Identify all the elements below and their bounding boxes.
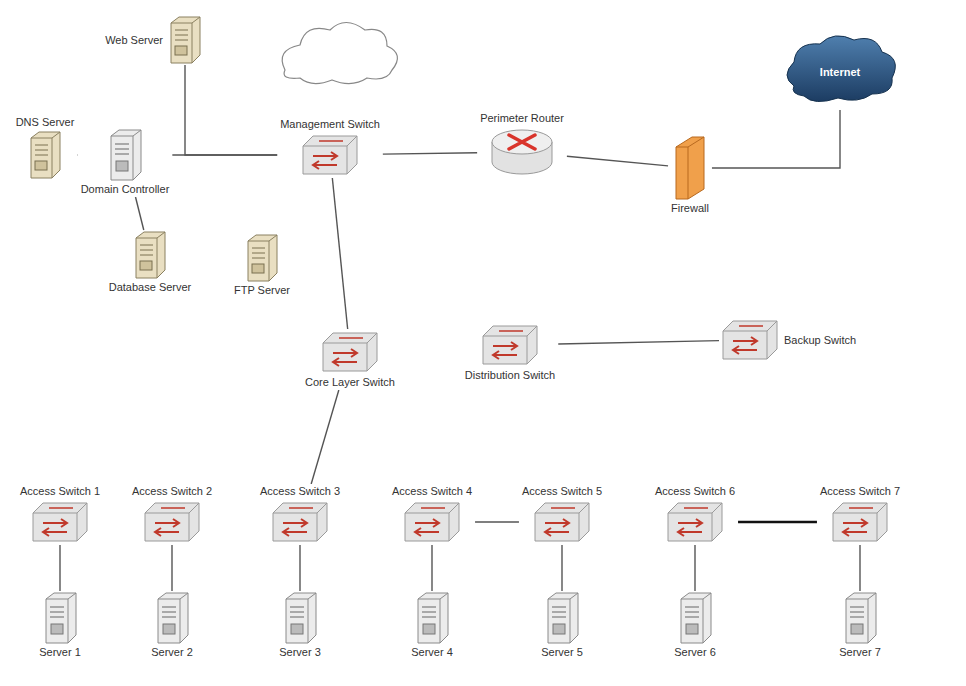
device-label: Database Server <box>106 280 195 295</box>
sw-icon <box>664 499 726 545</box>
device-label: Access Switch 1 <box>17 484 103 499</box>
network-link <box>136 197 144 230</box>
network-link <box>860 545 861 591</box>
network-link <box>738 522 817 523</box>
sw-icon <box>401 499 463 545</box>
sw-icon <box>319 329 381 375</box>
device-label: Firewall <box>668 201 712 216</box>
tan-icon <box>131 230 169 280</box>
device-node: Server 7 <box>836 591 884 660</box>
sw-icon <box>479 322 541 368</box>
device-label: Server 5 <box>538 645 586 660</box>
device-label: Server 4 <box>408 645 456 660</box>
fw-icon <box>672 135 708 201</box>
switch-node: Access Switch 3 <box>257 484 343 545</box>
switch-node: Distribution Switch <box>462 322 558 383</box>
network-link <box>185 65 277 155</box>
switch-node: Access Switch 2 <box>129 484 215 545</box>
device-label: DNS Server <box>13 115 78 130</box>
outline-cloud <box>282 23 397 84</box>
network-link <box>300 545 301 591</box>
device-label: Server 6 <box>671 645 719 660</box>
sw-icon <box>829 499 891 545</box>
device-node: Server 2 <box>148 591 196 660</box>
network-link <box>60 545 61 591</box>
switch-node: Backup Switch <box>719 317 859 363</box>
srv-icon <box>840 591 880 645</box>
device-label: Server 1 <box>36 645 84 660</box>
network-link <box>567 156 668 166</box>
device-node: Server 6 <box>671 591 719 660</box>
network-link <box>383 153 477 154</box>
device-label: Access Switch 4 <box>389 484 475 499</box>
device-node: Firewall <box>668 135 712 216</box>
network-link <box>332 178 347 329</box>
tan-icon <box>166 15 204 65</box>
network-link <box>172 545 173 591</box>
device-label: Access Switch 3 <box>257 484 343 499</box>
sw-icon <box>719 317 781 363</box>
sw-icon <box>269 499 331 545</box>
device-node: Server 3 <box>276 591 324 660</box>
srv-icon <box>280 591 320 645</box>
device-node: FTP Server <box>231 233 293 298</box>
network-link <box>558 341 719 344</box>
switch-node: Access Switch 6 <box>652 484 738 545</box>
device-label: Core Layer Switch <box>302 375 398 390</box>
network-link <box>712 110 840 168</box>
tan-icon <box>26 130 64 180</box>
sw-icon <box>299 132 361 178</box>
tan-icon <box>243 233 281 283</box>
device-node: Web Server <box>102 15 204 65</box>
cloud-node: Internet <box>780 34 900 110</box>
device-label: Server 7 <box>836 645 884 660</box>
network-link <box>475 522 519 523</box>
srv-icon <box>105 128 145 182</box>
network-link <box>695 545 696 591</box>
srv-icon <box>542 591 582 645</box>
sw-icon <box>531 499 593 545</box>
srv-icon <box>152 591 192 645</box>
device-label: Domain Controller <box>78 182 173 197</box>
device-label: Access Switch 6 <box>652 484 738 499</box>
device-node: Perimeter Router <box>477 111 567 178</box>
device-node: Domain Controller <box>78 128 173 197</box>
device-label: Access Switch 5 <box>519 484 605 499</box>
device-node: Server 1 <box>36 591 84 660</box>
switch-node: Access Switch 4 <box>389 484 475 545</box>
device-node: Server 5 <box>538 591 586 660</box>
network-link <box>432 545 433 591</box>
srv-icon <box>675 591 715 645</box>
router-icon <box>489 126 555 178</box>
device-label: Web Server <box>102 33 166 48</box>
device-node: Server 4 <box>408 591 456 660</box>
device-label: Distribution Switch <box>462 368 558 383</box>
sw-icon <box>29 499 91 545</box>
switch-node: Management Switch <box>277 117 383 178</box>
device-label: Server 2 <box>148 645 196 660</box>
switch-node: Access Switch 1 <box>17 484 103 545</box>
device-node: DNS Server <box>13 115 78 180</box>
device-node: Database Server <box>106 230 195 295</box>
switch-node: Core Layer Switch <box>302 329 398 390</box>
sw-icon <box>141 499 203 545</box>
network-link <box>172 155 277 156</box>
device-label: Access Switch 2 <box>129 484 215 499</box>
srv-icon <box>40 591 80 645</box>
device-label: Perimeter Router <box>477 111 567 126</box>
switch-node: Access Switch 5 <box>519 484 605 545</box>
device-label: Access Switch 7 <box>817 484 903 499</box>
srv-icon <box>412 591 452 645</box>
network-link <box>562 545 563 591</box>
network-link <box>77 155 78 156</box>
device-label: Backup Switch <box>781 333 859 348</box>
device-label: Management Switch <box>277 117 383 132</box>
device-label: Internet <box>817 65 863 80</box>
device-label: Server 3 <box>276 645 324 660</box>
network-link <box>311 390 339 484</box>
device-label: FTP Server <box>231 283 293 298</box>
switch-node: Access Switch 7 <box>817 484 903 545</box>
